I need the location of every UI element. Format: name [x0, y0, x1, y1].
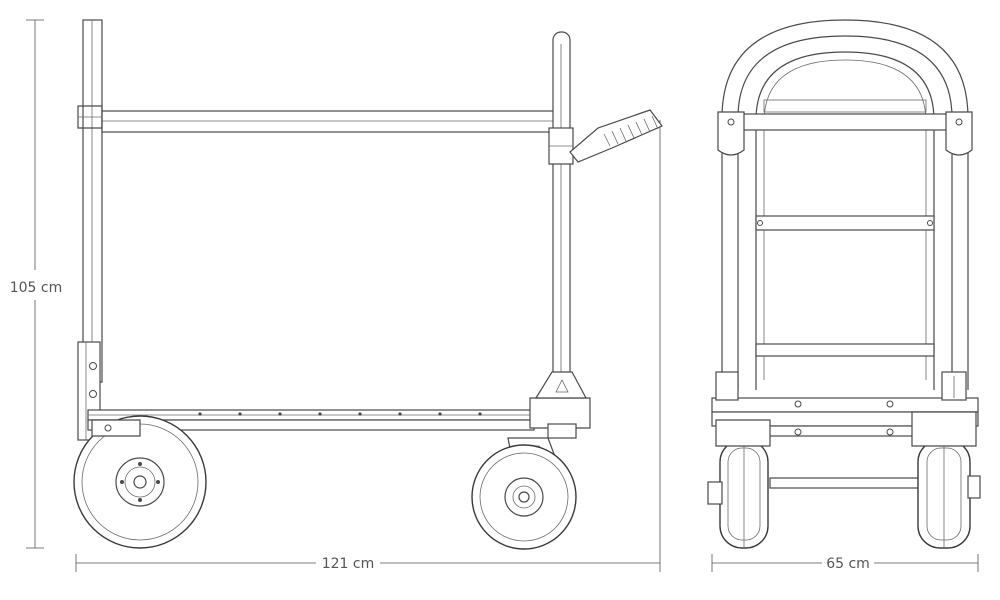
- handle-grip: [569, 109, 663, 163]
- height-dimension: 105 cm: [10, 19, 63, 549]
- width-label: 65 cm: [826, 556, 870, 572]
- rear-wheel: [73, 415, 207, 549]
- width-dimension: 65 cm: [711, 554, 979, 572]
- front-wheel: [471, 444, 577, 550]
- height-label: 105 cm: [10, 280, 63, 296]
- right-wheel-front-view: [917, 439, 981, 549]
- left-wheel-front-view: [707, 439, 769, 549]
- front-view: [707, 19, 981, 549]
- length-label: 121 cm: [322, 556, 375, 572]
- side-view: [73, 19, 663, 550]
- length-dimension: 121 cm: [75, 120, 661, 572]
